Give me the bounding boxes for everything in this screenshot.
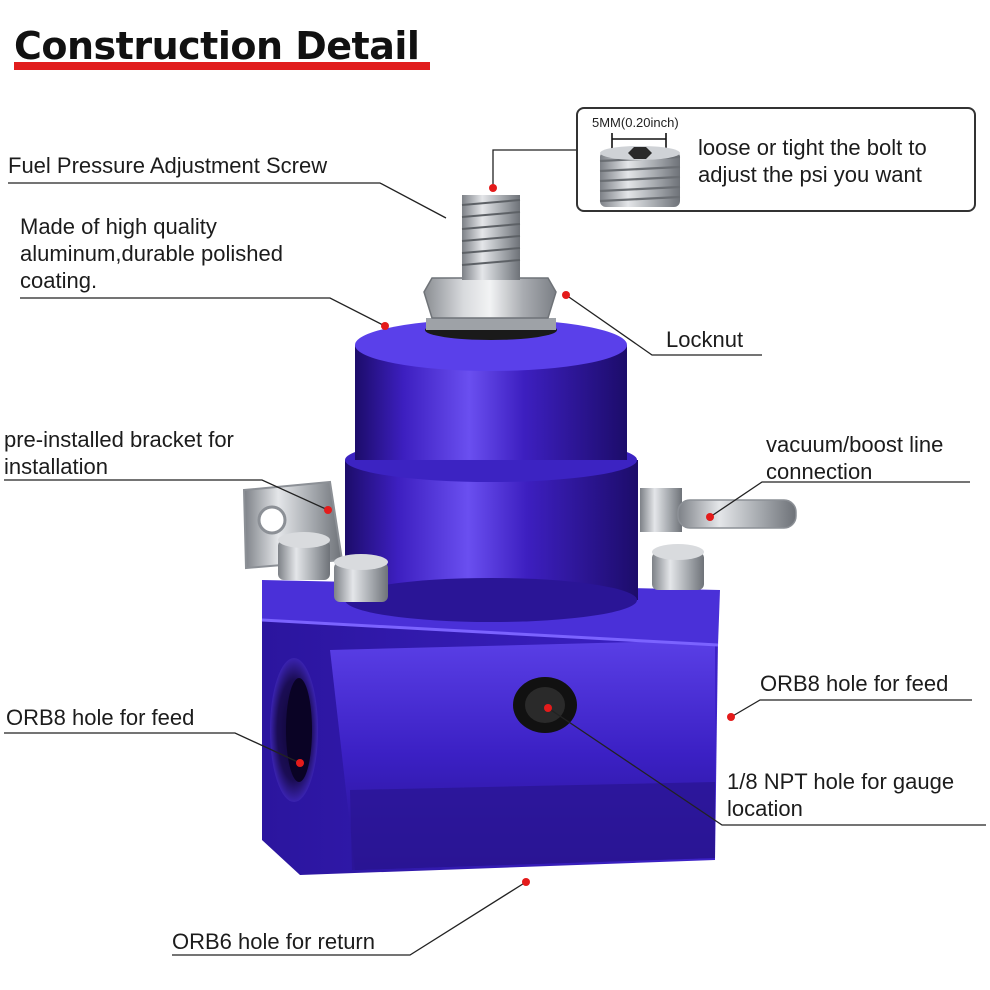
orb8-left-label: ORB8 hole for feed bbox=[6, 705, 195, 730]
pointer-dot bbox=[296, 759, 304, 767]
pointer-dot bbox=[562, 291, 570, 299]
gauge-port bbox=[513, 677, 577, 733]
title-underline bbox=[14, 62, 430, 70]
gauge-label-line: location bbox=[727, 796, 803, 821]
pointer-dot bbox=[727, 713, 735, 721]
pointer-dot bbox=[381, 322, 389, 330]
pointer-dot bbox=[544, 704, 552, 712]
inset-text-line: adjust the psi you want bbox=[698, 162, 922, 187]
material-label-line: Made of high quality bbox=[20, 214, 217, 239]
vacuum-nipple bbox=[640, 488, 797, 532]
adjustment-screw-assembly bbox=[423, 195, 557, 340]
leader-lines bbox=[4, 149, 986, 956]
pointer-dot bbox=[324, 506, 332, 514]
vacuum-label: vacuum/boost line connection bbox=[766, 431, 943, 485]
regulator-cylinder bbox=[345, 319, 638, 622]
gauge-label: 1/8 NPT hole for gauge location bbox=[727, 768, 954, 822]
orb8-right-label: ORB8 hole for feed bbox=[760, 671, 949, 696]
vacuum-label-line: connection bbox=[766, 459, 873, 484]
pointer-dot bbox=[706, 513, 714, 521]
material-label-line: aluminum,durable polished bbox=[20, 241, 283, 266]
bolt-size-inset: 5MM(0.20inch) loose or tight the bolt to… bbox=[576, 107, 976, 212]
material-label-line: coating. bbox=[20, 268, 98, 293]
pointer-dots bbox=[296, 184, 735, 886]
hex-socket-bolt-icon bbox=[599, 133, 681, 207]
regulator-body-block bbox=[261, 580, 720, 875]
orb6-return-label: ORB6 hole for return bbox=[172, 929, 375, 954]
cap-screw-bolts bbox=[278, 532, 704, 602]
bracket-label-line: installation bbox=[4, 454, 108, 479]
inset-text-line: loose or tight the bolt to bbox=[698, 135, 927, 160]
gauge-label-line: 1/8 NPT hole for gauge bbox=[727, 769, 955, 794]
vacuum-label-line: vacuum/boost line bbox=[766, 432, 944, 457]
material-label: Made of high quality aluminum,durable po… bbox=[20, 213, 283, 294]
adjustment-screw-label: Fuel Pressure Adjustment Screw bbox=[8, 153, 328, 178]
inset-description: loose or tight the bolt to adjust the ps… bbox=[698, 134, 927, 188]
bracket-label-line: pre-installed bracket for bbox=[4, 427, 234, 452]
bracket-label: pre-installed bracket for installation bbox=[4, 426, 234, 480]
locknut-label: Locknut bbox=[666, 327, 744, 352]
page-title: Construction Detail bbox=[14, 24, 420, 68]
pointer-dot bbox=[522, 878, 530, 886]
bolt-dimension-label: 5MM(0.20inch) bbox=[592, 115, 679, 130]
pointer-dot bbox=[489, 184, 497, 192]
orb8-left-port bbox=[270, 658, 318, 802]
